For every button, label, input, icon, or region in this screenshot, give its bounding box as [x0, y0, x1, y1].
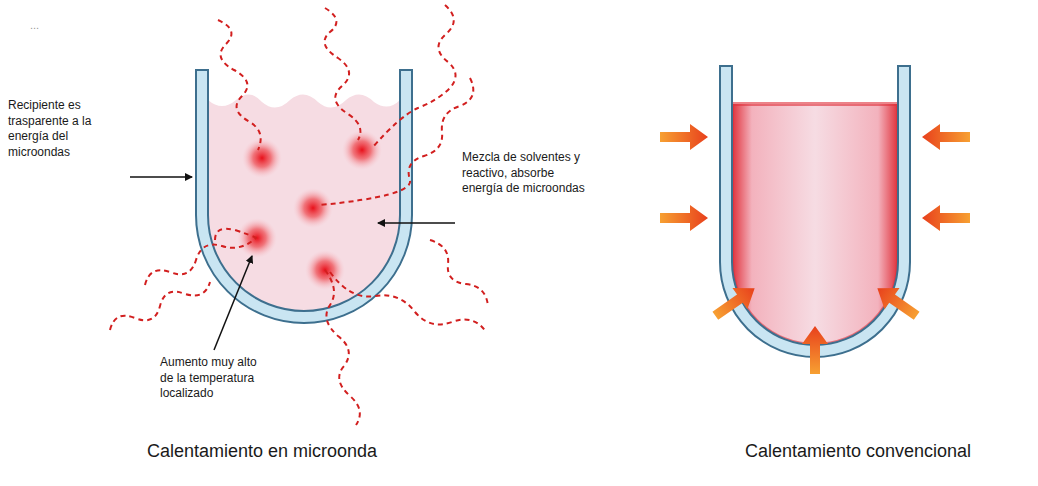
hot-spots	[237, 130, 382, 290]
note-text: ...	[30, 18, 39, 32]
microwave	[110, 5, 488, 425]
callout-label: Aumento muy alto de la temperatura local…	[160, 355, 265, 402]
leader-arrow	[130, 177, 455, 350]
liquid	[208, 94, 400, 311]
caption-label: Calentamiento en microonda	[147, 440, 377, 463]
callout-label: Mezcla de solventes y reactivo, absorbe …	[462, 150, 590, 197]
heat-arrow	[660, 124, 970, 374]
container	[720, 66, 910, 357]
liquid	[732, 104, 898, 345]
callout-label: Recipiente es trasparente a la energía d…	[8, 98, 126, 160]
caption-label: Calentamiento convencional	[745, 440, 971, 463]
